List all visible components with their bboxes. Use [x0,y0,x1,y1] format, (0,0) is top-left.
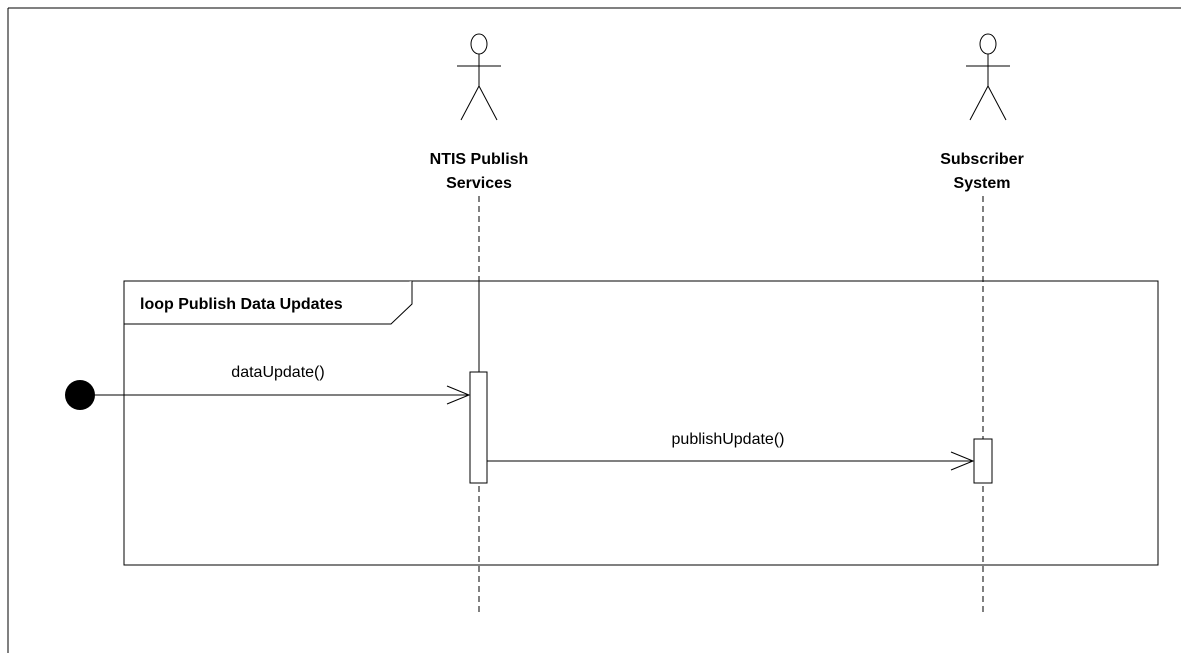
stick-figure-icon [966,33,1010,121]
actor-name-line2: System [954,175,1011,192]
message-label: dataUpdate() [231,364,324,381]
actor-subscriber-system: Subscriber System [940,33,1024,612]
loop-label: loop Publish Data Updates [140,296,343,313]
activation-bar-ntis [469,371,488,484]
open-arrowhead-icon [950,451,975,471]
open-arrowhead-icon [446,385,471,405]
message-publish-update: publishUpdate() [487,431,975,471]
actor-name-line1: NTIS Publish [430,151,529,168]
actor-name-line1: Subscriber [940,151,1024,168]
actor-ntis-publish-services: NTIS Publish Services [430,33,529,612]
message-label: publishUpdate() [672,431,785,448]
message-data-update: dataUpdate() [65,364,471,410]
stick-figure-icon [457,33,501,121]
loop-label-tab [124,281,413,325]
loop-frame [123,280,1159,566]
found-message-dot [65,380,95,410]
actor-name-line2: Services [446,175,512,192]
activation-bar-subscriber [973,438,993,484]
loop-fragment: loop Publish Data Updates [123,280,1159,566]
